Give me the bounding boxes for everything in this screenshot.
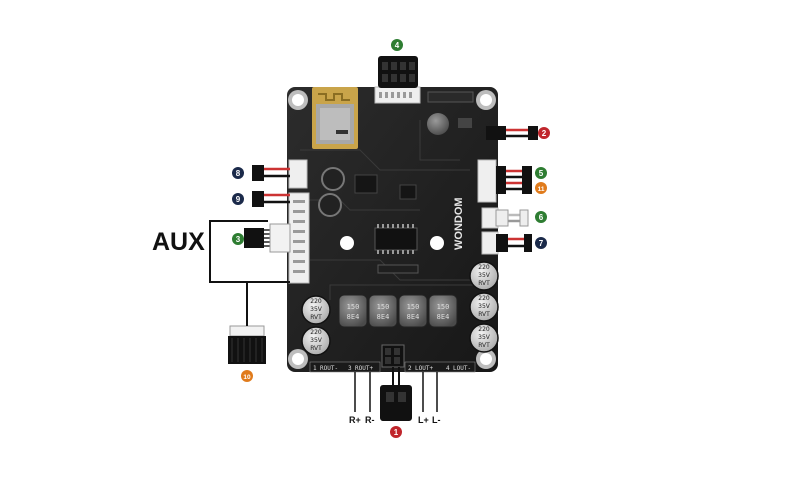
svg-text:RVT: RVT bbox=[478, 311, 490, 318]
svg-text:7: 7 bbox=[539, 239, 544, 248]
connector-top bbox=[378, 56, 418, 88]
svg-text:11: 11 bbox=[538, 186, 545, 193]
dsp-chip bbox=[354, 174, 378, 194]
amplifier-ic bbox=[374, 224, 418, 254]
connector-9 bbox=[252, 191, 290, 207]
inductor: 150 8E4 bbox=[398, 294, 428, 328]
inductor: 150 8E4 bbox=[428, 294, 458, 328]
capacitor: 220 35V RVT bbox=[469, 261, 499, 291]
svg-text:2: 2 bbox=[542, 129, 547, 138]
small-inductor bbox=[427, 113, 449, 135]
bluetooth-module bbox=[312, 87, 358, 149]
marker-6: 6 bbox=[535, 211, 547, 223]
header-top bbox=[374, 86, 421, 104]
r-minus-label: R- bbox=[365, 415, 375, 425]
r-plus-label: R+ bbox=[349, 415, 361, 425]
svg-text:4: 4 bbox=[395, 41, 400, 50]
svg-text:8E4: 8E4 bbox=[407, 313, 420, 321]
header-top-right bbox=[427, 91, 474, 103]
marker-4: 4 bbox=[391, 39, 403, 51]
svg-text:150: 150 bbox=[407, 303, 420, 311]
marker-7: 7 bbox=[535, 237, 547, 249]
svg-text:1: 1 bbox=[394, 428, 399, 437]
connector-2 bbox=[486, 126, 538, 140]
marker-3: 3 bbox=[232, 233, 244, 245]
svg-text:8E4: 8E4 bbox=[347, 313, 360, 321]
svg-text:10: 10 bbox=[243, 374, 251, 381]
output-terminals: 1 ROUT- 3 ROUT+ 2 LOUT+ 4 LOUT- bbox=[309, 344, 476, 373]
svg-text:220: 220 bbox=[310, 298, 322, 305]
capacitor: 220 35V RVT bbox=[301, 326, 331, 356]
silk-lout-minus: LOUT- bbox=[453, 365, 471, 372]
small-capacitor bbox=[321, 167, 345, 191]
aux-label: AUX bbox=[152, 228, 205, 256]
capacitor: 220 35V RVT bbox=[469, 292, 499, 322]
brand-label: WONDOM bbox=[453, 197, 465, 250]
header-right bbox=[477, 159, 499, 255]
svg-text:150: 150 bbox=[347, 303, 360, 311]
svg-text:35V: 35V bbox=[478, 272, 491, 279]
connector-8 bbox=[252, 165, 290, 181]
silk-lout-plus: LOUT+ bbox=[415, 365, 433, 372]
marker-8: 8 bbox=[232, 167, 244, 179]
silk-rout-plus: ROUT+ bbox=[355, 365, 373, 372]
svg-text:35V: 35V bbox=[310, 306, 323, 313]
l-minus-label: L- bbox=[432, 415, 441, 425]
marker-9: 9 bbox=[232, 193, 244, 205]
svg-text:8E4: 8E4 bbox=[437, 313, 450, 321]
svg-text:RVT: RVT bbox=[310, 314, 322, 321]
svg-text:35V: 35V bbox=[310, 337, 323, 344]
svg-text:8: 8 bbox=[236, 169, 241, 178]
svg-text:220: 220 bbox=[310, 329, 322, 336]
small-chip bbox=[399, 184, 417, 200]
aux-bracket bbox=[209, 220, 290, 326]
mounting-holes bbox=[288, 90, 496, 369]
inductor: 150 8E4 bbox=[368, 294, 398, 328]
marker-10: 10 bbox=[241, 370, 253, 382]
svg-text:3: 3 bbox=[236, 235, 241, 244]
capacitor: 220 35V RVT bbox=[469, 323, 499, 353]
svg-text:RVT: RVT bbox=[478, 280, 490, 287]
aux-cable-10 bbox=[228, 325, 266, 364]
silk-pin2: 2 bbox=[408, 365, 412, 372]
marker-1: 1 bbox=[390, 426, 402, 438]
svg-text:220: 220 bbox=[478, 264, 490, 271]
svg-text:35V: 35V bbox=[478, 303, 491, 310]
inductor: 150 8E4 bbox=[338, 294, 368, 328]
svg-text:35V: 35V bbox=[478, 334, 491, 341]
svg-text:5: 5 bbox=[539, 169, 544, 178]
marker-5: 5 bbox=[535, 167, 547, 179]
small-chip bbox=[458, 118, 472, 128]
svg-text:RVT: RVT bbox=[310, 345, 322, 352]
pcb-board: WONDOM 220 35V RVT 220 35V RVT 220 35V R… bbox=[287, 86, 499, 373]
silk-rout-minus: ROUT- bbox=[320, 365, 338, 372]
svg-text:8E4: 8E4 bbox=[377, 313, 390, 321]
svg-text:9: 9 bbox=[236, 195, 241, 204]
svg-text:220: 220 bbox=[478, 326, 490, 333]
connector-3-aux bbox=[244, 223, 291, 253]
resistor-array bbox=[377, 264, 419, 274]
silk-pin1: 1 bbox=[313, 365, 317, 372]
svg-text:150: 150 bbox=[437, 303, 450, 311]
silk-pin4: 4 bbox=[446, 365, 450, 372]
svg-text:RVT: RVT bbox=[478, 342, 490, 349]
output-leads bbox=[354, 372, 438, 412]
header-left bbox=[288, 159, 310, 284]
silk-pin3: 3 bbox=[348, 365, 352, 372]
connector-bottom-power bbox=[380, 367, 412, 421]
connector-6 bbox=[495, 209, 529, 227]
svg-text:6: 6 bbox=[539, 213, 544, 222]
connector-5-11 bbox=[496, 166, 532, 194]
marker-2: 2 bbox=[538, 127, 550, 139]
l-plus-label: L+ bbox=[418, 415, 429, 425]
connector-7 bbox=[496, 234, 532, 252]
svg-text:220: 220 bbox=[478, 295, 490, 302]
svg-text:150: 150 bbox=[377, 303, 390, 311]
marker-11: 11 bbox=[535, 182, 547, 194]
small-capacitor bbox=[318, 193, 342, 217]
capacitor: 220 35V RVT bbox=[301, 295, 331, 325]
